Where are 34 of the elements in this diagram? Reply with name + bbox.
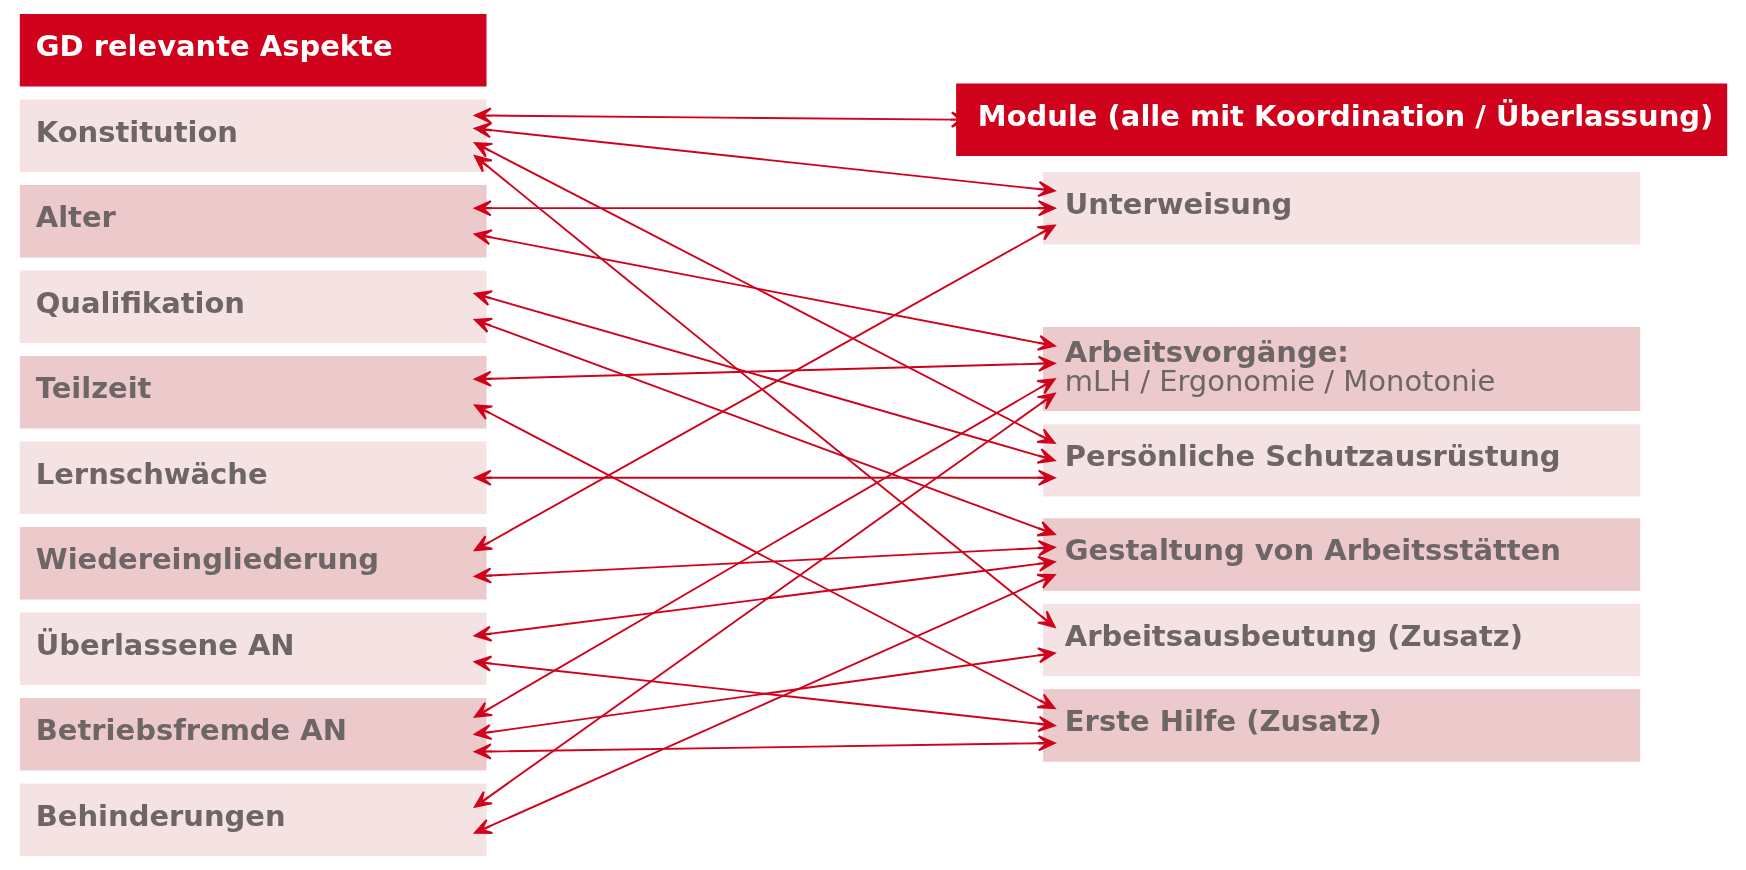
node-box: Betriebsfremde AN: [19, 698, 486, 771]
node-box: Überlassene AN: [19, 612, 486, 685]
arrow: [473, 655, 1056, 732]
arrow: [473, 122, 1056, 198]
arrow: [473, 317, 1056, 537]
arrow: [473, 555, 1056, 642]
node-box: Erste Hilfe (Zusatz): [1042, 689, 1640, 762]
arrow: [473, 229, 1056, 351]
node-box: Unterweisung: [1042, 171, 1640, 245]
node-box: Arbeitsausbeutung (Zusatz): [1042, 603, 1640, 677]
node-box: Arbeitsvorgänge: mLH / Ergonomie / Monotonie: [1042, 327, 1640, 412]
node-box: Alter: [19, 185, 486, 258]
arrow: [473, 355, 1056, 387]
node-box: Konstitution: [19, 99, 486, 172]
arrow: [473, 142, 1056, 444]
node-box: GD relevante Aspekte: [19, 13, 486, 87]
arrow: [473, 647, 1056, 741]
arrow: [473, 392, 1056, 808]
arrow: [473, 200, 1056, 217]
arrow: [473, 290, 1056, 464]
arrow: [473, 573, 1056, 834]
node-box: Persönliche Schutzausrüstung: [1042, 424, 1640, 497]
node-box: Behinderungen: [19, 783, 486, 857]
node-box: Qualifikation: [19, 270, 486, 343]
arrow: [473, 224, 1056, 552]
node-box: Gestaltung von Arbeitsstätten: [1042, 518, 1640, 591]
node-box: Lernschwäche: [19, 441, 486, 514]
arrow: [473, 735, 1056, 760]
node-box: Module (alle mit Koordination / Überlassung): [955, 83, 1727, 156]
arrow: [473, 540, 1056, 584]
node-box: Wiedereingliederung: [19, 527, 486, 600]
arrow: [473, 469, 1056, 486]
arrow: [473, 155, 1056, 628]
node-box: Teilzeit: [19, 356, 486, 429]
